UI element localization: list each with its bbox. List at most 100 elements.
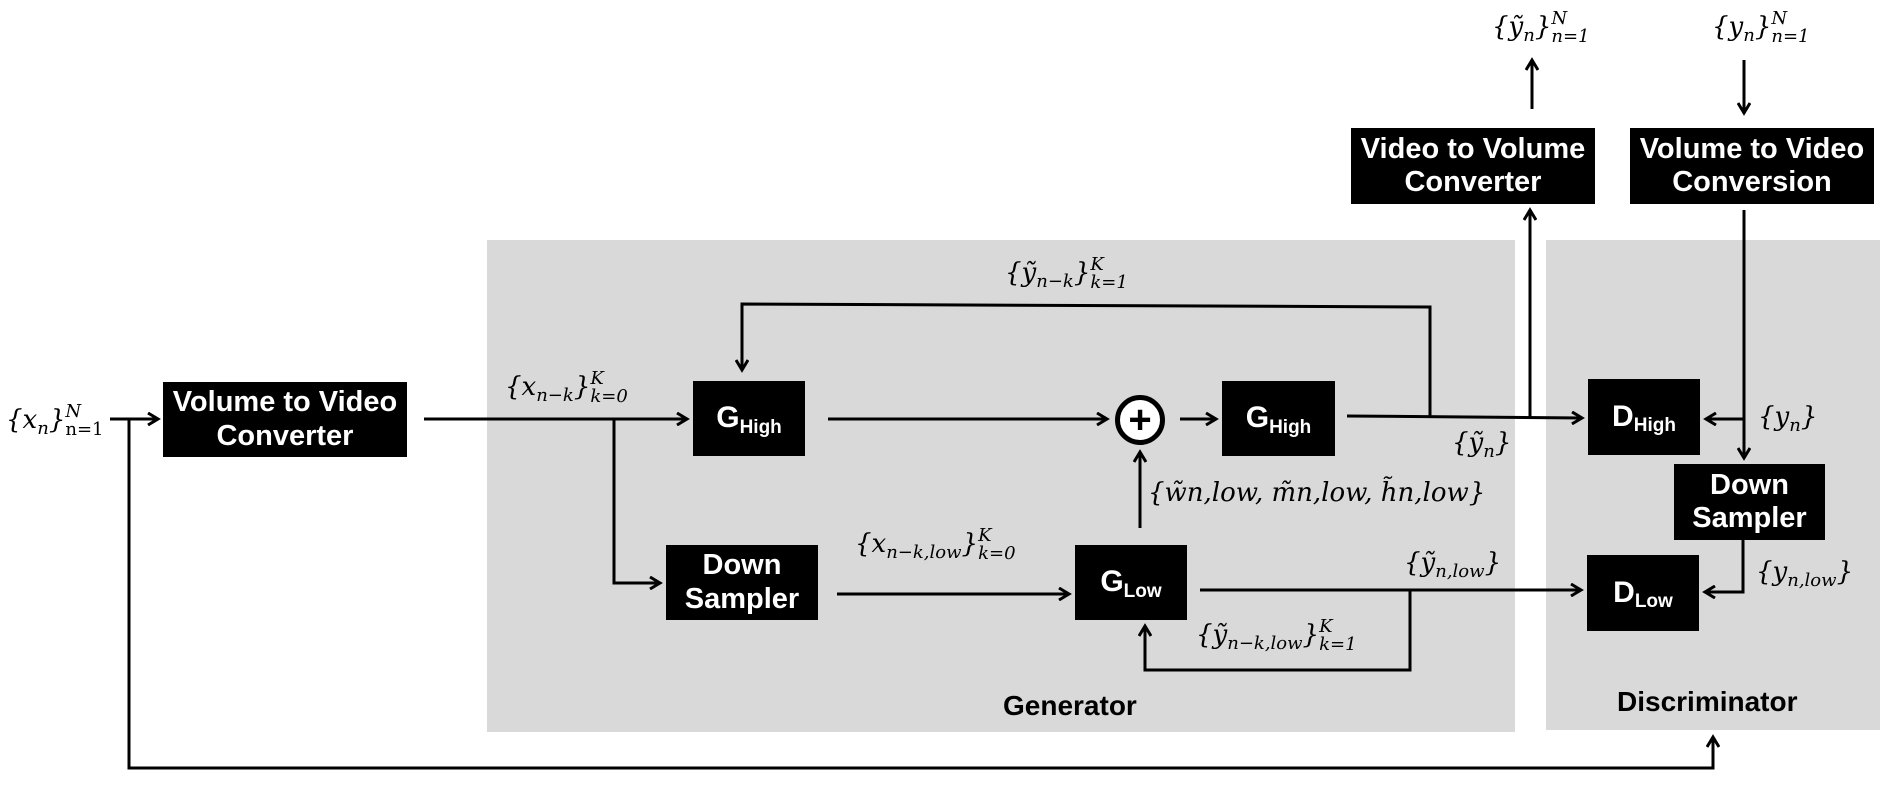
wire-downsampler-to-dlow bbox=[1705, 540, 1745, 592]
generator-title: Generator bbox=[1003, 690, 1137, 721]
block-main-letter: D bbox=[1613, 575, 1635, 609]
math-sup: N bbox=[1551, 8, 1568, 29]
block-line-1: Down bbox=[702, 549, 782, 582]
math-close: } bbox=[48, 405, 66, 435]
math-sup: K bbox=[1319, 616, 1333, 637]
block-subscript: High bbox=[1269, 416, 1312, 438]
math-close: } bbox=[1800, 402, 1818, 432]
math-base: {ỹ bbox=[1492, 12, 1524, 42]
math-sub: n bbox=[37, 418, 49, 440]
math-base: {y bbox=[1758, 402, 1790, 432]
math-lower: k=1 bbox=[1090, 272, 1128, 293]
math-sub: n−k bbox=[536, 385, 574, 407]
block-line-2: Sampler bbox=[684, 582, 800, 615]
math-base: {ỹ bbox=[1196, 620, 1228, 650]
label-y-tilde-n-low: {ỹn,low} bbox=[1404, 548, 1501, 582]
math-base: {x bbox=[855, 529, 887, 559]
discriminator-title: Discriminator bbox=[1617, 686, 1798, 717]
label-wmh-low: {w̃n,low, m̃n,low, h̃n,low} bbox=[1148, 478, 1486, 508]
math-sup: K bbox=[1090, 254, 1104, 275]
block-subscript: High bbox=[739, 416, 782, 438]
block-subscript: High bbox=[1633, 415, 1676, 437]
math-base: {y bbox=[1756, 557, 1788, 587]
wire-branch-to-downsampler bbox=[612, 419, 660, 583]
math-close: } bbox=[1494, 428, 1512, 458]
adder-plus-icon: + bbox=[1115, 395, 1165, 445]
label-y-tilde-n: {ỹn} bbox=[1452, 428, 1511, 462]
math-close: } bbox=[1754, 12, 1772, 42]
math-sub: n bbox=[1789, 415, 1801, 437]
adder-symbol: + bbox=[1128, 398, 1152, 442]
block-line-1: Volume to Video bbox=[1639, 132, 1865, 165]
math-sup: N bbox=[1771, 8, 1788, 29]
block-line-2: Sampler bbox=[1692, 502, 1807, 534]
block-main-letter: G bbox=[716, 401, 740, 435]
block-main-letter: D bbox=[1612, 399, 1634, 433]
label-y-n: {yn} bbox=[1758, 402, 1817, 436]
math-sub: n,low bbox=[1435, 561, 1485, 583]
math-base: {ỹ bbox=[1005, 258, 1037, 288]
generator-panel bbox=[487, 240, 1515, 732]
math-sup: N bbox=[65, 401, 82, 422]
block-line-1: Volume to Video bbox=[172, 386, 398, 419]
block-line-2: Converter bbox=[1404, 166, 1542, 198]
math-sub: n bbox=[1483, 441, 1495, 463]
label-y-n-low: {yn,low} bbox=[1756, 557, 1853, 591]
block-line-2: Conversion bbox=[1672, 166, 1832, 198]
block-subscript: Low bbox=[1123, 580, 1162, 602]
math-close: } bbox=[1534, 12, 1552, 42]
math-close: } bbox=[1836, 557, 1854, 587]
block-line-2: Converter bbox=[216, 419, 354, 452]
math-sup: K bbox=[978, 525, 992, 546]
math-sup: K bbox=[590, 368, 604, 389]
block-line-1: Down bbox=[1710, 468, 1789, 501]
wire-feedback-low bbox=[1145, 590, 1412, 672]
math-base: {x bbox=[6, 405, 38, 435]
math-sub: n,low bbox=[1787, 570, 1837, 592]
math-base: {ỹ bbox=[1404, 548, 1436, 578]
math-close: } bbox=[573, 372, 591, 402]
math-sub: n bbox=[1523, 25, 1535, 47]
block-main-letter: G bbox=[1245, 401, 1270, 435]
math-close: } bbox=[1073, 258, 1091, 288]
wire-ghigh2-to-dhigh bbox=[1346, 416, 1582, 418]
wire-bypass-to-discriminator bbox=[127, 419, 1713, 770]
math-base: {x bbox=[505, 372, 537, 402]
math-lower: n=1 bbox=[1551, 26, 1590, 47]
block-main-letter: G bbox=[1100, 565, 1124, 599]
math-sub: n−k,low bbox=[886, 542, 962, 564]
math-lower: k=0 bbox=[590, 386, 628, 407]
math-base: {ỹ bbox=[1452, 428, 1484, 458]
math-sub: n−k bbox=[1036, 271, 1074, 293]
math-sub: n−k,low bbox=[1227, 633, 1303, 655]
math-close: } bbox=[1484, 548, 1502, 578]
block-line-1: Video to Volume bbox=[1360, 132, 1586, 165]
math-close: } bbox=[1302, 620, 1320, 650]
math-lower: k=0 bbox=[978, 543, 1016, 564]
math-lower: n=1 bbox=[1771, 26, 1810, 47]
math-close: } bbox=[961, 529, 979, 559]
math-lower: k=1 bbox=[1319, 634, 1357, 655]
wire-feedback-high bbox=[742, 302, 1432, 417]
math-base: {y bbox=[1712, 12, 1744, 42]
math-sub: n bbox=[1743, 25, 1755, 47]
math-lower: n=1 bbox=[65, 419, 104, 440]
